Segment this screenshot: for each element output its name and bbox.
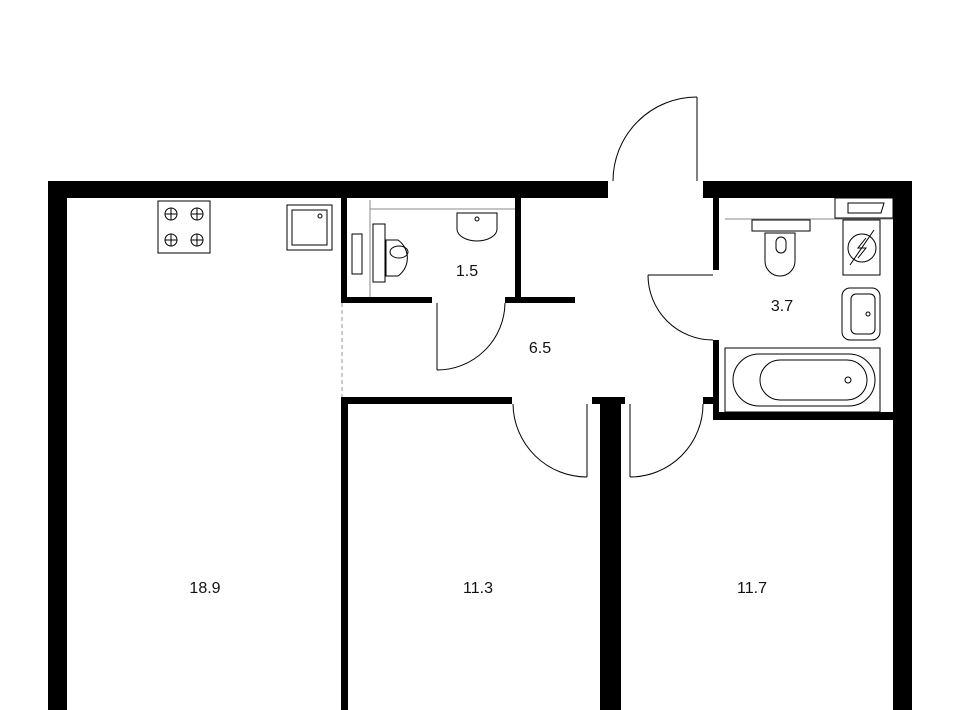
toilet-fixtures [351,200,515,297]
room-area-hallway: 6.5 [528,340,552,357]
bathtub-icon [724,347,881,413]
bathroom-door[interactable] [647,274,714,341]
washbasin-icon [456,212,498,242]
kitchen-sink-icon [286,204,333,251]
walls [48,181,912,710]
cistern-icon [751,219,811,232]
bathroom-fixtures [724,197,894,413]
entrance-door[interactable] [612,96,698,182]
bedroom-right-door[interactable] [629,403,704,478]
toilet-icon [385,239,408,277]
room-area-toilet: 1.5 [455,263,479,280]
toilet-icon [764,232,796,277]
room-area-living-kitchen: 18.9 [189,580,221,597]
room-area-bathroom: 3.7 [770,298,794,315]
bedroom-middle-door[interactable] [512,403,588,478]
room-area-bedroom-middle: 11.3 [463,580,493,597]
washing-machine-icon [842,219,881,276]
room-area-bedroom-right: 11.7 [737,580,767,597]
washbasin-icon [841,287,881,341]
toilet-door[interactable] [436,302,506,371]
paper-holder-icon [351,233,363,275]
cistern-icon [372,223,386,283]
stove-icon [157,200,211,254]
